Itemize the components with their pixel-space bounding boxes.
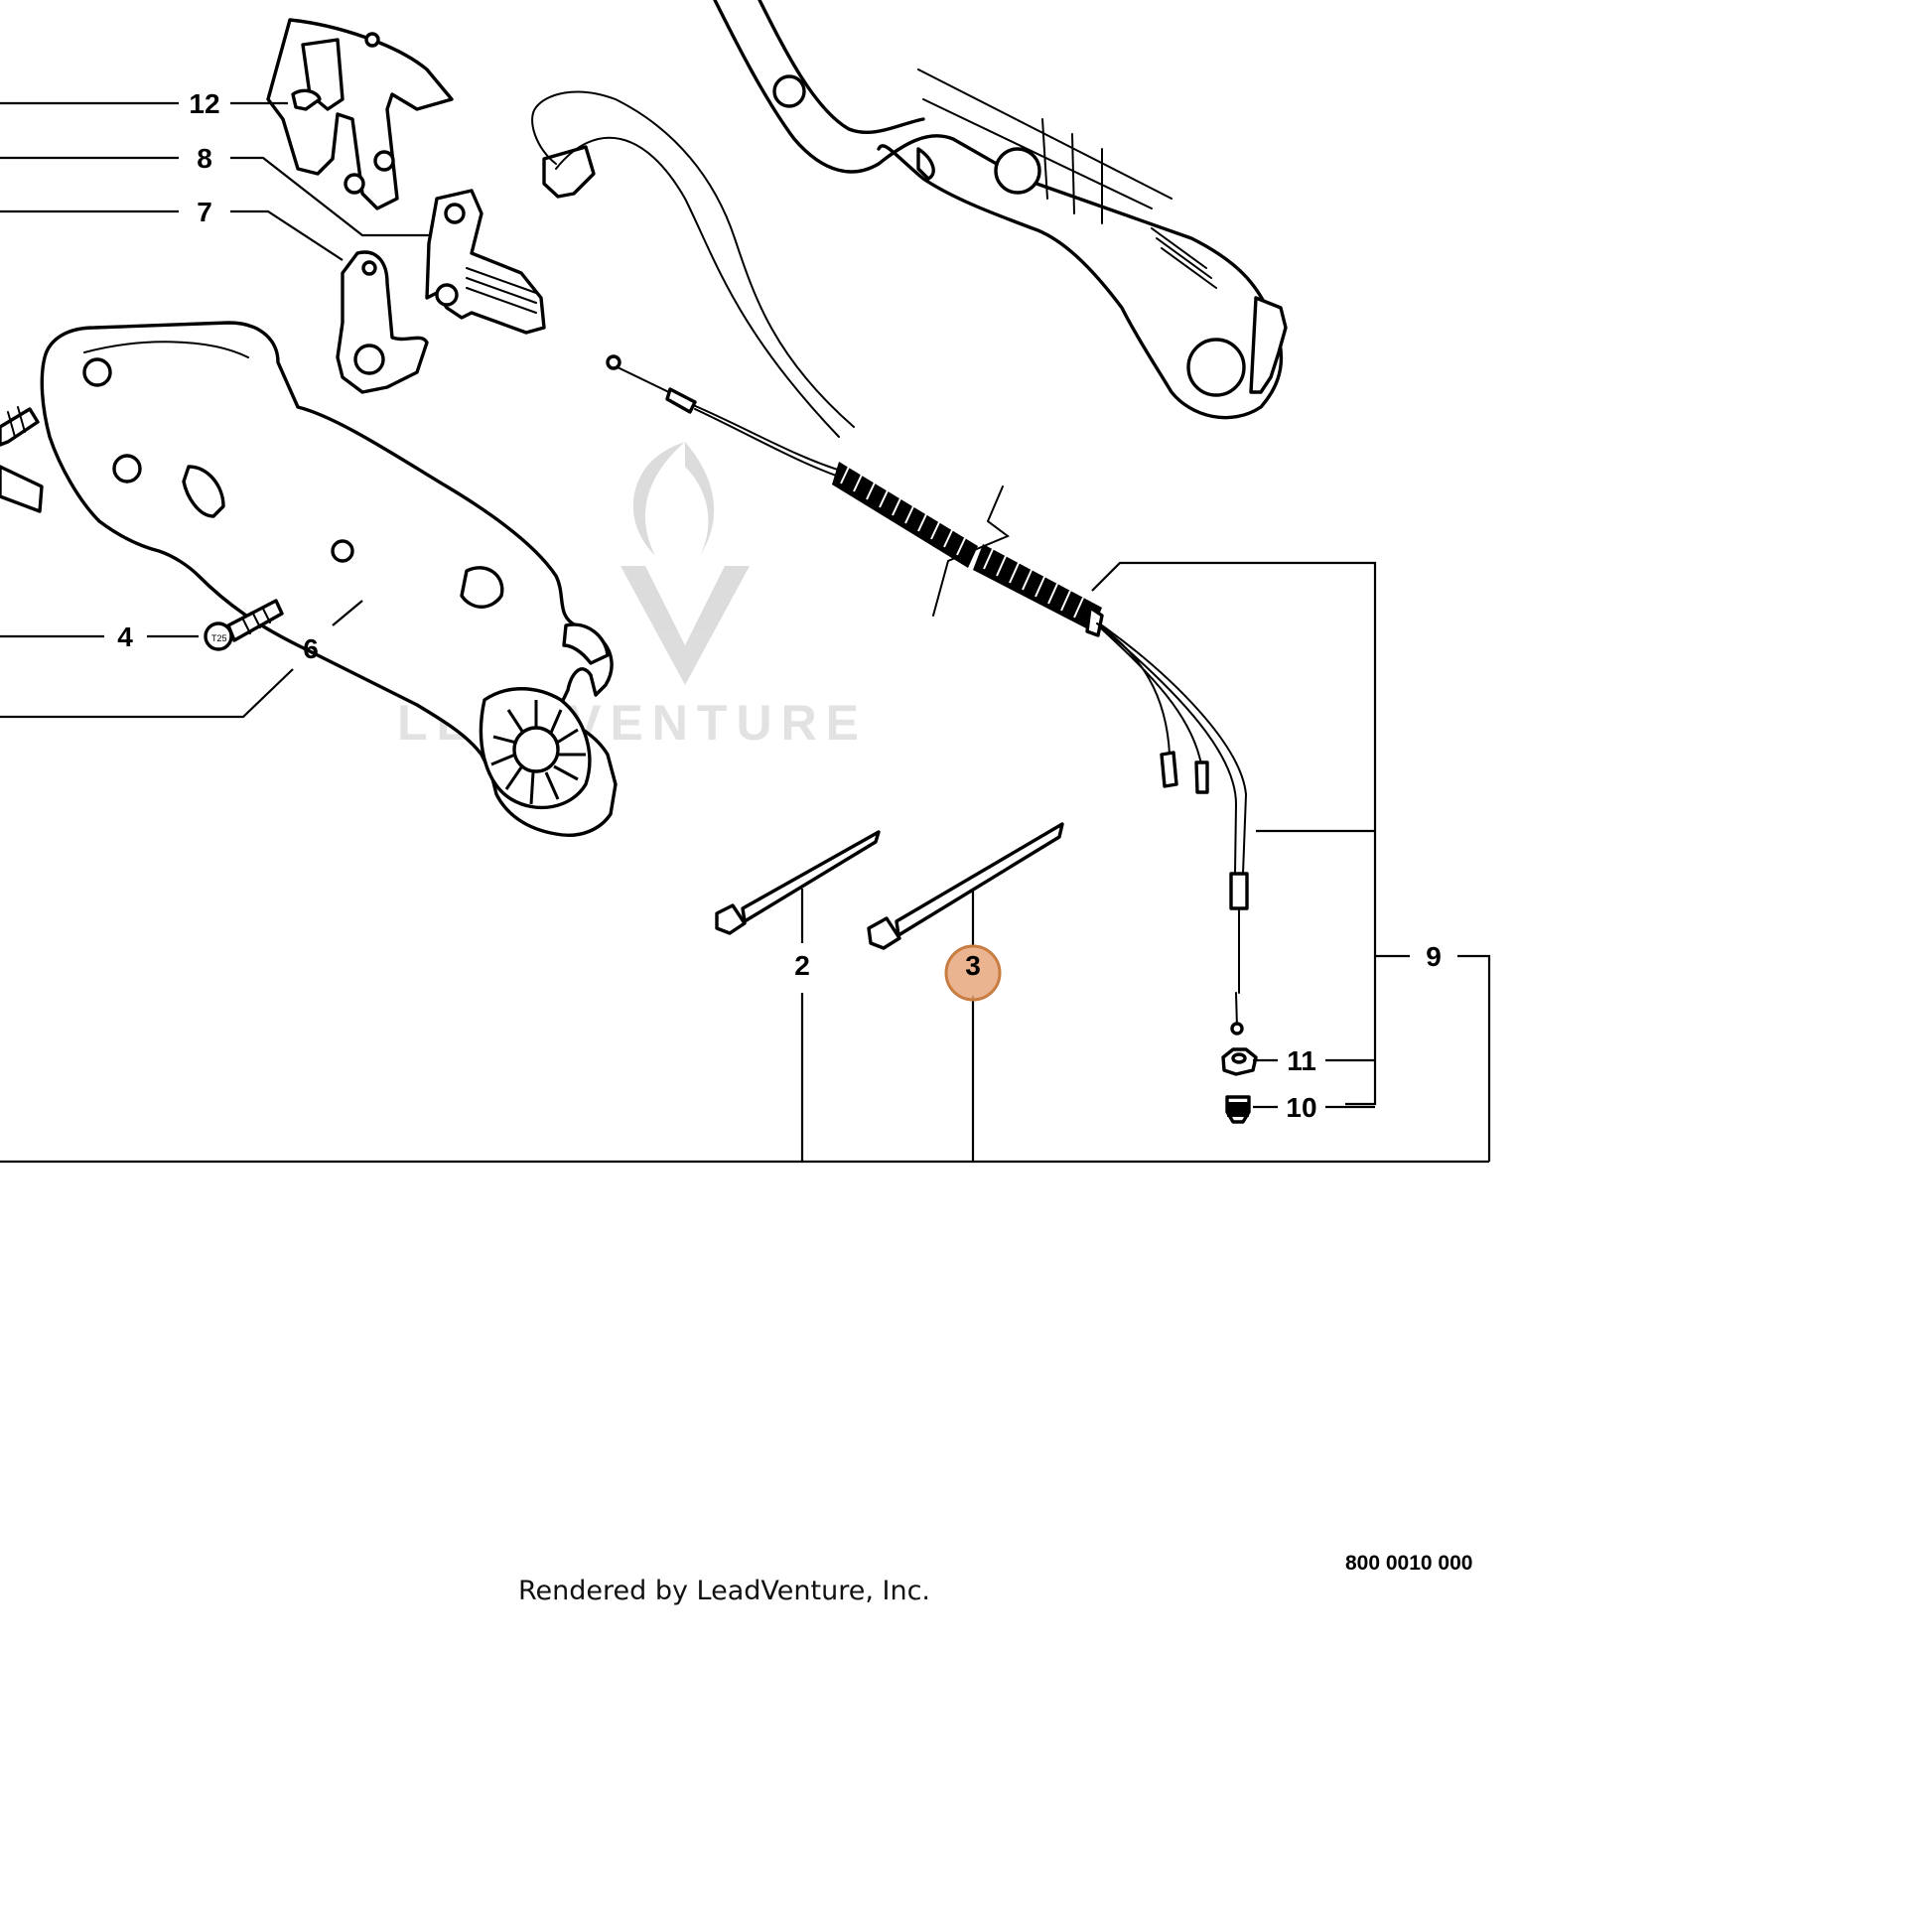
part-left-label[interactable] bbox=[0, 465, 44, 513]
part-left-screw[interactable] bbox=[0, 406, 40, 447]
callout-2[interactable]: 2 bbox=[794, 950, 810, 981]
svg-text:T25: T25 bbox=[211, 633, 227, 643]
callout-3[interactable]: 3 bbox=[965, 950, 981, 981]
part-4-screw[interactable]: T25 bbox=[204, 599, 284, 651]
watermark-logo bbox=[621, 442, 750, 685]
part-10-cable-adjuster[interactable] bbox=[1225, 1095, 1251, 1124]
part-6-handle-left-half[interactable] bbox=[40, 321, 618, 837]
diagram-reference-number: 800 0010 000 bbox=[1345, 1552, 1472, 1575]
part-3-cable-tie[interactable] bbox=[867, 822, 1064, 950]
callout-12[interactable]: 12 bbox=[189, 88, 219, 119]
callout-8[interactable]: 8 bbox=[197, 143, 212, 174]
callout-10[interactable]: 10 bbox=[1286, 1092, 1316, 1123]
callout-9[interactable]: 9 bbox=[1426, 941, 1442, 972]
part-7-stop-lever[interactable] bbox=[336, 250, 429, 394]
highlight-marker[interactable] bbox=[944, 944, 1002, 1002]
part-12-throttle-lockout[interactable] bbox=[266, 18, 454, 210]
part-11-nut[interactable] bbox=[1221, 1047, 1258, 1076]
rendered-by-credit: Rendered by LeadVenture, Inc. bbox=[518, 1576, 930, 1606]
callout-4[interactable]: 4 bbox=[117, 621, 133, 652]
part-handle-right-half[interactable] bbox=[713, 0, 1288, 420]
callout-7[interactable]: 7 bbox=[197, 197, 212, 227]
part-8-throttle-trigger[interactable] bbox=[425, 189, 546, 335]
callout-11[interactable]: 11 bbox=[1287, 1045, 1316, 1076]
callout-6[interactable]: 6 bbox=[303, 633, 319, 664]
part-9-throttle-cable[interactable] bbox=[606, 354, 1249, 1035]
leader-lines bbox=[0, 101, 1491, 1164]
part-2-cable-tie[interactable] bbox=[715, 830, 881, 935]
part-stop-switch[interactable] bbox=[531, 90, 855, 438]
